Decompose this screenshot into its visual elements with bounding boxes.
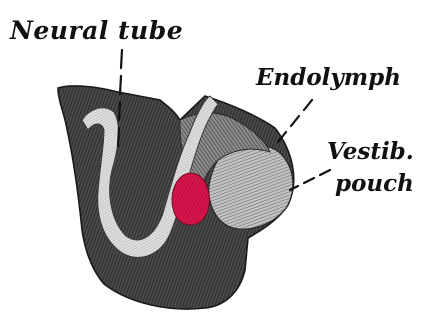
endolymph-leader (278, 100, 312, 142)
vestibular-pouch-label-line2: pouch (335, 172, 414, 195)
vestibular-pouch-leader (290, 170, 330, 190)
neural-tube-label: Neural tube (10, 18, 183, 43)
red-structure (172, 173, 209, 225)
vestibular-pouch-label-line1: Vestib. (327, 140, 414, 163)
endolymph-label: Endolymph (256, 66, 401, 89)
